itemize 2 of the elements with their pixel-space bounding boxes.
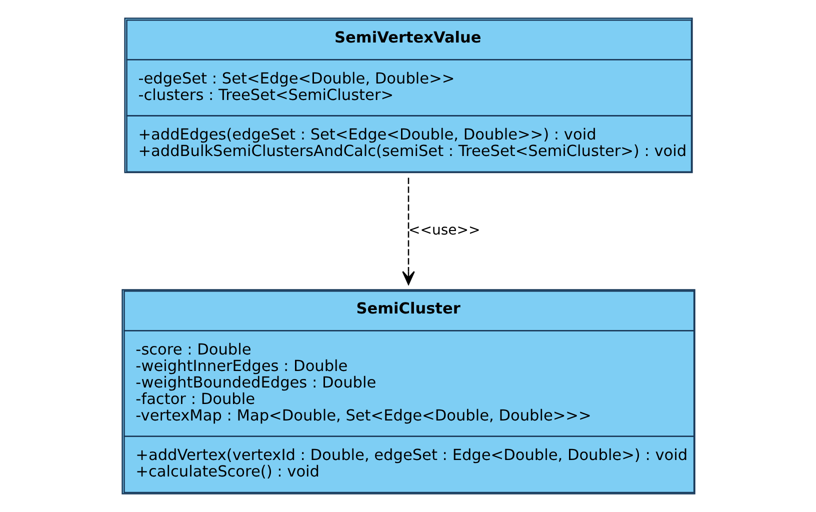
edge-label: <<use>> <box>408 222 480 239</box>
arrow <box>402 178 414 285</box>
